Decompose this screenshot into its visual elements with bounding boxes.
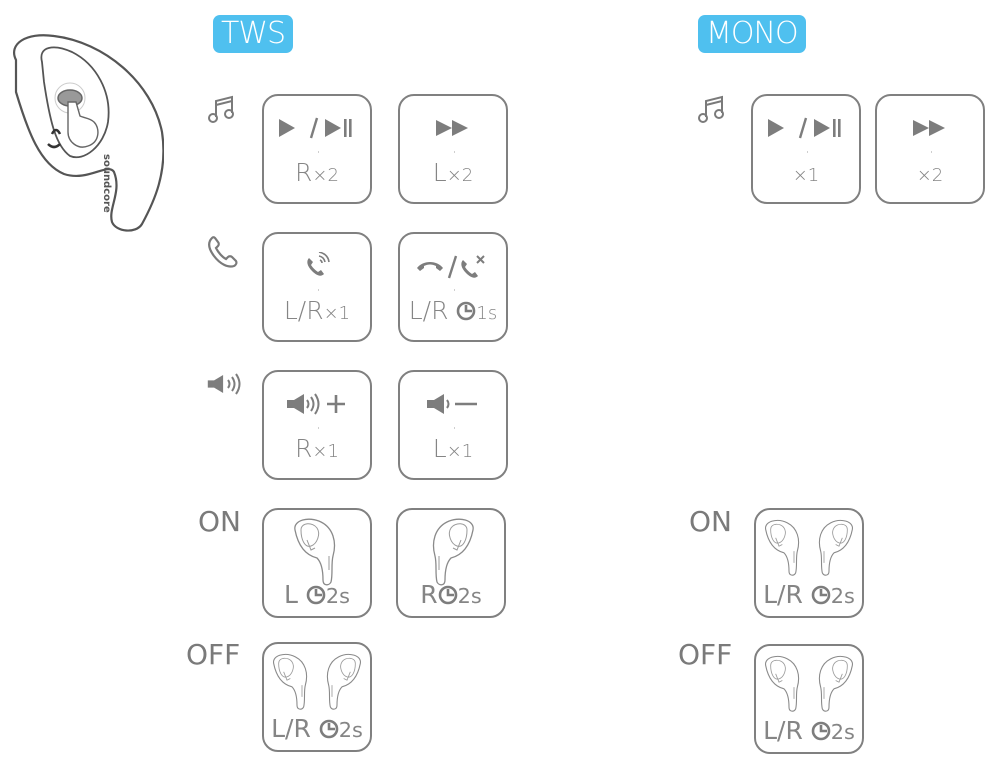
tap-count: ×1 xyxy=(446,441,474,462)
mono-off-label: OFF xyxy=(678,638,733,671)
clock-icon xyxy=(456,301,476,321)
clock-icon xyxy=(438,585,458,605)
mono-on-label: ON xyxy=(689,505,732,538)
tws-section-badge: TWS xyxy=(213,15,294,53)
hold-duration: 2s xyxy=(325,584,350,608)
earbud-illustration: soundcore xyxy=(4,22,164,232)
tws-off-label: OFF xyxy=(186,638,241,671)
hold-duration: 2s xyxy=(457,584,482,608)
side-label: R xyxy=(295,158,313,187)
tws-answer-call-card: L/R×1 xyxy=(262,232,372,342)
play-pause-icon xyxy=(753,112,859,144)
both-earbuds-icon xyxy=(756,652,862,720)
tap-count: ×2 xyxy=(916,165,944,186)
tws-off-both-card: L/R 2s xyxy=(262,642,372,752)
left-earbud-icon xyxy=(264,516,370,584)
side-label: L/R xyxy=(271,714,311,743)
clock-icon xyxy=(306,585,326,605)
right-earbud-icon xyxy=(398,516,504,584)
tws-on-left-card: L 2s xyxy=(262,508,372,618)
answer-call-icon xyxy=(264,250,370,282)
both-earbuds-icon xyxy=(756,516,862,584)
music-note-icon xyxy=(696,92,728,126)
hold-duration: 1s xyxy=(476,303,498,324)
tap-count: ×1 xyxy=(323,303,351,324)
clock-icon xyxy=(811,585,831,605)
side-label: R xyxy=(420,580,438,609)
hold-duration: 2s xyxy=(338,718,363,742)
side-label: L xyxy=(284,580,298,609)
hold-duration: 2s xyxy=(830,720,855,744)
tap-count: ×1 xyxy=(312,441,339,462)
fast-forward-icon xyxy=(400,112,506,144)
volume-up-icon xyxy=(264,388,370,420)
tws-volume-down-card: L×1 xyxy=(398,370,508,480)
fast-forward-icon xyxy=(877,112,983,144)
phone-icon xyxy=(206,234,240,270)
tws-end-reject-call-card: L/R 1s xyxy=(398,232,508,342)
mono-off-both-card: L/R 2s xyxy=(754,644,864,754)
mono-section-badge: MONO xyxy=(698,15,806,53)
mono-next-track-card: ×2 xyxy=(875,94,985,204)
brand-logo: soundcore xyxy=(101,154,112,213)
tws-next-track-card: L×2 xyxy=(398,94,508,204)
music-note-icon xyxy=(206,92,238,126)
side-label: L xyxy=(432,158,447,187)
side-label: L/R xyxy=(408,296,449,325)
mono-on-both-card: L/R 2s xyxy=(754,508,864,618)
tws-on-right-card: R 2s xyxy=(396,508,506,618)
tap-count: ×2 xyxy=(312,165,339,186)
tws-volume-up-card: R×1 xyxy=(262,370,372,480)
side-label: L/R xyxy=(763,580,803,609)
side-label: L xyxy=(432,434,447,463)
play-pause-icon xyxy=(264,112,370,144)
tap-count: ×2 xyxy=(446,165,474,186)
mono-play-pause-card: ×1 xyxy=(751,94,861,204)
side-label: L/R xyxy=(283,296,324,325)
side-label: R xyxy=(295,434,313,463)
tws-play-pause-card: R×2 xyxy=(262,94,372,204)
both-earbuds-icon xyxy=(264,650,370,718)
tws-on-label: ON xyxy=(198,505,241,538)
hold-duration: 2s xyxy=(830,584,855,608)
speaker-icon xyxy=(206,372,242,396)
clock-icon xyxy=(811,721,831,741)
tap-count: ×1 xyxy=(792,165,820,186)
end-reject-call-icon xyxy=(400,250,506,282)
clock-icon xyxy=(319,719,339,739)
side-label: L/R xyxy=(763,716,803,745)
volume-down-icon xyxy=(400,388,506,420)
